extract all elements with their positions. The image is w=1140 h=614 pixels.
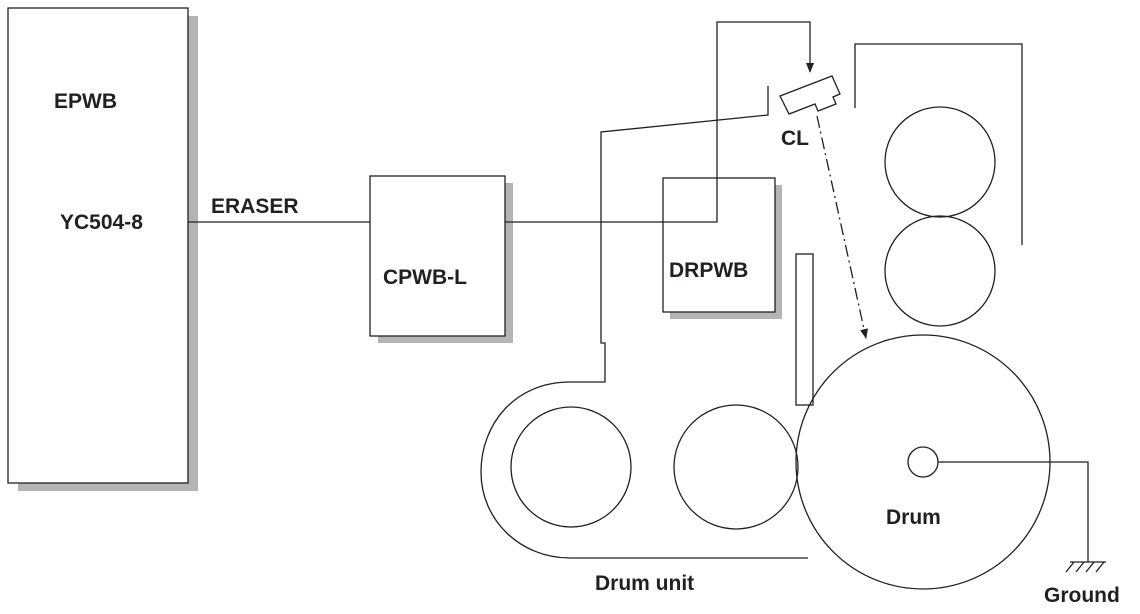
upper-roller (884, 106, 996, 218)
epwb-board (7, 7, 198, 491)
drum-unit-outline (480, 86, 808, 559)
epwb-label: EPWB (54, 90, 117, 113)
drum-shaft (907, 446, 939, 478)
lower-roller (884, 215, 996, 327)
drum-unit-roller-right (673, 404, 799, 530)
ground-line (938, 461, 1089, 562)
connector-label: YC504-8 (60, 211, 143, 234)
cleaning-blade (795, 253, 814, 406)
drum-unit-label: Drum unit (595, 572, 694, 595)
cl-label: CL (781, 127, 809, 150)
drpwb-board (662, 177, 782, 319)
cpwb-l-board (369, 175, 513, 343)
cl-eraser-lamp (779, 75, 841, 115)
cpwb-to-cl-line (505, 21, 814, 223)
drum-label: Drum (886, 506, 941, 529)
ground-symbol (1065, 561, 1106, 573)
cpwb-l-label: CPWB-L (383, 266, 467, 289)
drum-unit-roller-left (510, 406, 632, 528)
light-path (816, 115, 868, 339)
drpwb-label: DRPWB (669, 259, 748, 282)
charger-frame (854, 43, 1023, 245)
eraser-signal-label: ERASER (211, 195, 299, 218)
ground-label: Ground (1044, 584, 1120, 607)
